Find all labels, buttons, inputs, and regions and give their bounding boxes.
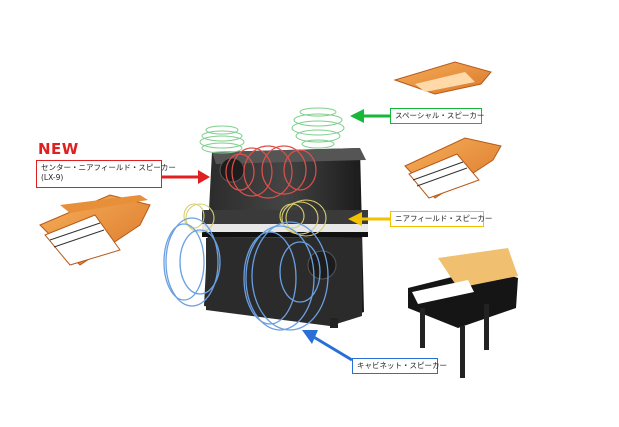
grand-piano-left bbox=[39, 194, 151, 266]
nearfield-speaker-text: ニアフィールド・スピーカー bbox=[395, 214, 493, 223]
grand-piano-black bbox=[408, 248, 518, 378]
arrow-blue bbox=[302, 330, 353, 362]
center-nearfield-speaker-text: センター・ニアフィールド・スピーカー bbox=[41, 163, 176, 172]
grand-piano-top-right bbox=[393, 61, 492, 95]
center-nearfield-waves bbox=[225, 145, 317, 199]
arrow-yellow bbox=[348, 212, 390, 226]
nearfield-waves bbox=[183, 199, 327, 237]
new-badge: NEW bbox=[38, 140, 79, 158]
cabinet-speaker-label: キャビネット・スピーカー bbox=[352, 358, 447, 374]
cabinet-speaker-text: キャビネット・スピーカー bbox=[357, 361, 447, 370]
nearfield-speaker-label: ニアフィールド・スピーカー bbox=[390, 211, 492, 227]
cabinet-speaker-waves bbox=[163, 217, 329, 331]
grand-piano-middle-right bbox=[404, 137, 502, 199]
spatial-speaker-label: スペーシャル・スピーカー bbox=[390, 108, 485, 124]
center-nearfield-speaker-label: センター・ニアフィールド・スピーカー (LX-9) bbox=[36, 160, 176, 188]
arrow-red bbox=[162, 170, 210, 184]
arrow-green bbox=[350, 109, 390, 123]
center-nearfield-model-text: (LX-9) bbox=[41, 173, 64, 182]
spatial-speaker-waves bbox=[199, 107, 345, 154]
spatial-speaker-text: スペーシャル・スピーカー bbox=[395, 111, 485, 120]
